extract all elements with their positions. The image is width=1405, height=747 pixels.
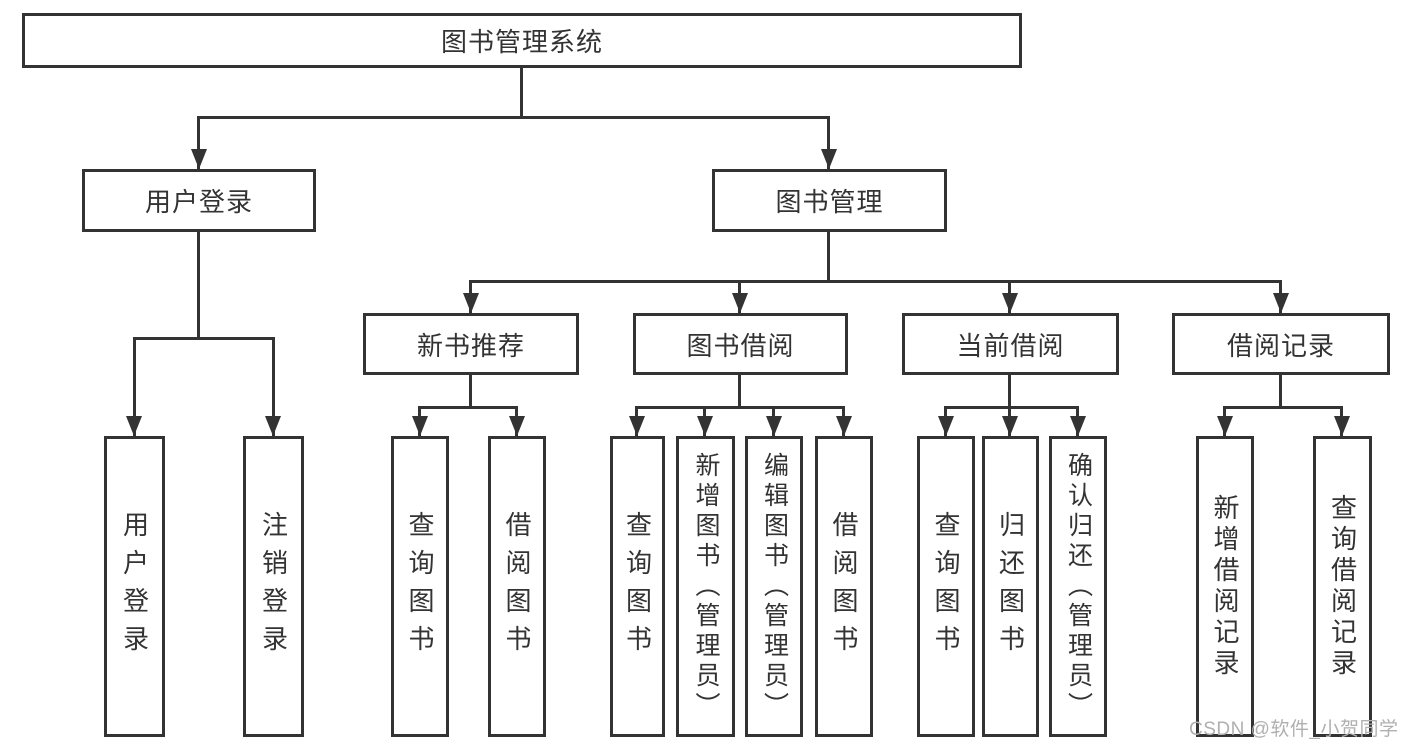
node-label: 借阅图书 [829,510,859,663]
arrowhead-down-icon [412,416,428,436]
node-label: 借阅图书 [502,510,532,663]
arrowhead-down-icon [265,416,281,436]
node-label: 用户登录 [119,510,150,663]
connector-vline [469,375,472,406]
connector-vline [1008,375,1011,406]
node-book-borrowing: 图书借阅 [633,313,848,375]
node-label: 新书推荐 [416,330,525,361]
arrowhead-down-icon [938,416,954,436]
arrowhead-down-icon [1002,293,1018,313]
node-label: 图书管理 [775,187,884,217]
connector-vline [272,337,275,436]
connector-hline [133,337,275,340]
arrowhead-down-icon [126,416,142,436]
connector-vline [827,232,830,280]
node-borrowing-records: 借阅记录 [1172,313,1390,375]
node-label: 确认归还（管理员） [1064,451,1093,722]
node-label: 新增借阅记录 [1210,493,1240,680]
arrowhead-down-icon [1070,416,1086,436]
node-user-login: 用户登录 [82,169,316,232]
node-book-management: 图书管理 [712,169,947,232]
connector-vline [520,68,523,116]
node-label: 编辑图书（管理员） [760,451,789,722]
connector-vline [738,375,741,406]
arrowhead-down-icon [1334,416,1350,436]
connector-hline [944,406,1079,409]
node-library-management-system: 图书管理系统 [22,13,1022,68]
node-current-borrowing: 当前借阅 [902,313,1119,375]
connector-vline [197,116,200,169]
arrowhead-down-icon [629,416,645,436]
arrowhead-down-icon [1217,416,1233,436]
arrowhead-down-icon [191,149,207,169]
arrowhead-down-icon [463,293,479,313]
node-label: 图书管理系统 [440,27,603,57]
node-label: 图书借阅 [686,330,795,361]
connector-hline [469,280,1282,283]
node-label: 归还图书 [995,510,1026,663]
connector-hline [418,406,518,409]
node-label: 当前借阅 [956,330,1065,361]
node-add-books-admin-leaf: 新增图书（管理员） [676,436,735,737]
node-query-books-leaf: 查询图书 [610,436,665,737]
node-label: 查询图书 [931,510,961,663]
connector-vline [827,116,830,169]
node-label: 新增图书（管理员） [692,451,720,722]
connector-vline [197,232,200,337]
arrowhead-down-icon [732,293,748,313]
node-new-book-recommend: 新书推荐 [363,313,579,375]
connector-hline [635,406,845,409]
arrowhead-down-icon [509,416,525,436]
node-borrow-books-leaf: 借阅图书 [815,436,873,737]
node-label: 注销登录 [258,510,289,663]
node-user-login-leaf: 用户登录 [104,436,165,737]
connector-vline [133,337,136,436]
node-query-borrow-record-leaf: 查询借阅记录 [1313,436,1372,737]
connector-vline [1279,375,1282,406]
node-label: 借阅记录 [1226,330,1335,361]
arrowhead-down-icon [697,416,713,436]
arrowhead-down-icon [821,149,837,169]
node-edit-books-admin-leaf: 编辑图书（管理员） [745,436,803,737]
node-query-books-leaf: 查询图书 [917,436,975,737]
node-label: 查询图书 [405,510,435,663]
node-label: 查询借阅记录 [1327,493,1358,680]
node-confirm-return-admin-leaf: 确认归还（管理员） [1049,436,1107,737]
node-logout-leaf: 注销登录 [243,436,304,737]
node-return-books-leaf: 归还图书 [982,436,1039,737]
connector-hline [197,116,830,119]
csdn-watermark: CSDN @软件_小贺同学 [1189,719,1399,740]
arrowhead-down-icon [1273,293,1289,313]
node-label: 查询图书 [622,510,653,663]
node-borrow-books-leaf: 借阅图书 [488,436,546,737]
node-add-borrow-record-leaf: 新增借阅记录 [1196,436,1254,737]
node-label: 用户登录 [144,187,253,217]
arrowhead-down-icon [766,416,782,436]
arrowhead-down-icon [836,416,852,436]
connector-hline [1223,406,1343,409]
node-query-books-leaf: 查询图书 [391,436,449,737]
arrowhead-down-icon [1002,416,1018,436]
